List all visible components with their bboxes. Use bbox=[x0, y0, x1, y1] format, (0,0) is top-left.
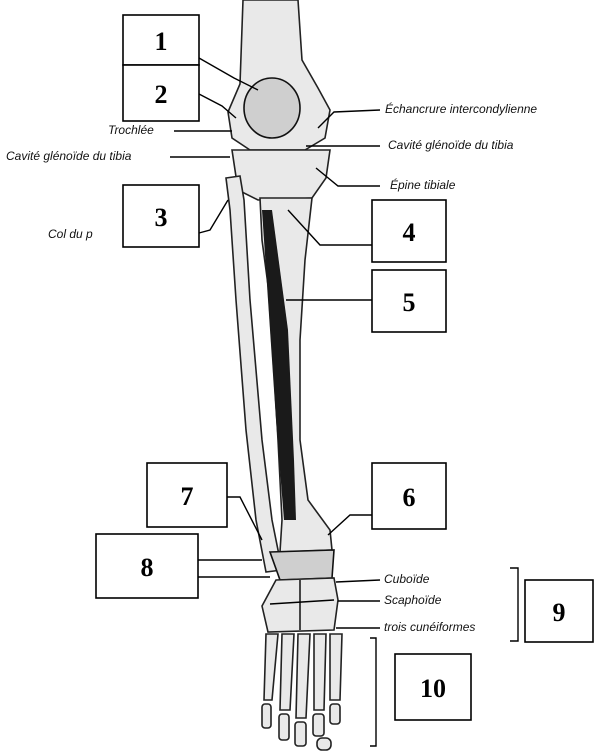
answer-box-6: 6 bbox=[372, 463, 446, 529]
label-col-du-perone: Col du p bbox=[48, 227, 93, 241]
answer-box-10: 10 bbox=[395, 654, 471, 720]
bone-illustration bbox=[226, 0, 342, 750]
label-trochlee: Trochlée bbox=[108, 123, 154, 137]
talus bbox=[270, 550, 334, 580]
answer-box-3: 3 bbox=[123, 185, 199, 247]
box-number: 3 bbox=[155, 203, 168, 232]
box-number: 6 bbox=[403, 483, 416, 512]
box-number: 1 bbox=[155, 27, 168, 56]
answer-box-7: 7 bbox=[147, 463, 227, 527]
answer-box-4: 4 bbox=[372, 200, 446, 262]
answer-box-2: 2 bbox=[123, 65, 199, 121]
label-cavite-glenoide-right: Cavité glénoïde du tibia bbox=[388, 138, 514, 152]
tibia-head bbox=[232, 150, 330, 200]
label-scaphoide: Scaphoïde bbox=[384, 593, 442, 607]
label-cuneiformes: trois cunéiformes bbox=[384, 620, 475, 634]
label-cuboide: Cuboïde bbox=[384, 572, 430, 586]
box-number: 7 bbox=[181, 482, 194, 511]
leader-lines bbox=[170, 58, 518, 746]
box-number: 8 bbox=[141, 553, 154, 582]
answer-box-5: 5 bbox=[372, 270, 446, 332]
box-number: 2 bbox=[155, 80, 168, 109]
answer-box-9: 9 bbox=[525, 580, 593, 642]
label-cavite-glenoide-left: Cavité glénoïde du tibia bbox=[6, 149, 132, 163]
label-echancrure: Échancrure intercondylienne bbox=[385, 101, 537, 116]
box-number: 4 bbox=[403, 218, 416, 247]
answer-box-1: 1 bbox=[123, 15, 199, 65]
box-number: 5 bbox=[403, 288, 416, 317]
label-epine-tibiale: Épine tibiale bbox=[390, 177, 456, 192]
box-number: 10 bbox=[420, 674, 446, 703]
box-number: 9 bbox=[553, 598, 566, 627]
answer-box-8: 8 bbox=[96, 534, 198, 598]
